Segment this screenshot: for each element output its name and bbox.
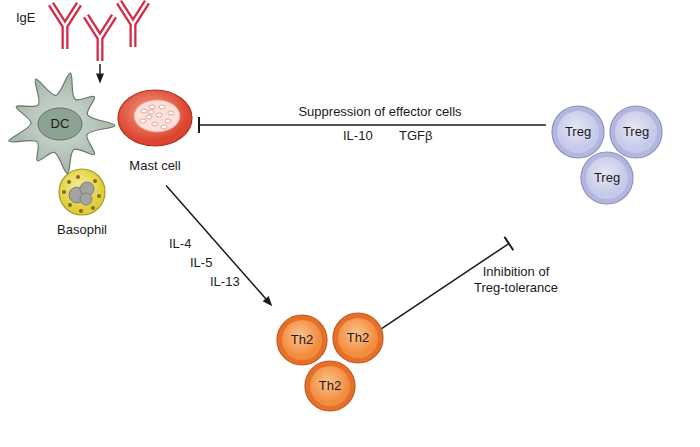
cell-granule [62,190,66,194]
cell-nucleus [80,193,92,205]
arrow-head [96,73,104,83]
node-text: Treg [609,124,663,140]
antibody-shape [86,16,114,61]
cell-nucleus [38,108,82,140]
node-text: DC [40,116,80,132]
cell-body [305,361,355,411]
cell-granule [68,203,72,207]
connector-line [199,124,546,126]
cytokine-label: IL-4 [169,236,191,252]
cell-body [552,106,604,158]
node-text: Th2 [276,332,328,348]
cell-granule [161,125,167,129]
node-text: Th2 [332,330,384,346]
cell-granule [168,111,174,115]
cytokine-label: TGFβ [399,128,432,144]
dendritic-cell: DC [2,68,118,180]
node-text: Basophil [47,222,117,238]
cytokine-label: IL-13 [210,274,240,290]
cell-granule [159,105,165,109]
cell-nucleus [134,100,180,132]
cell-granule [140,119,146,123]
th2-cell: Th2 [304,360,356,412]
edge-label: Suppression of effector cells [265,104,495,120]
cell-granule [76,175,80,179]
cell-granule [165,119,171,123]
antibody-group: IgE [0,0,150,62]
cytokine-label: IL-10 [343,128,373,144]
cell-body [9,73,115,173]
treg-cell: Treg [551,105,605,159]
th2-cell: Th2 [276,314,328,366]
cell-granule [148,110,154,114]
cell-body [581,152,633,204]
cell-body [59,169,105,215]
node-text: Mast cell [113,158,197,174]
node-text: Treg [551,124,605,140]
mast-cell: Mast cell [113,88,197,178]
cell-granule [141,109,147,113]
node-text: Treg [580,170,634,186]
cell-granule [91,206,95,210]
antibody-shape [51,4,79,49]
treg-cell: Treg [580,151,634,205]
antibody-shape [119,2,147,47]
node-text: IgE [16,10,48,26]
cell-granule [146,115,152,119]
antibody-shape [86,16,114,61]
arrow-head [263,296,273,306]
th2-cell: Th2 [332,312,384,364]
cell-granule [152,122,158,126]
antibody-shape [51,4,79,49]
connector [166,186,272,307]
cell-body [333,313,383,363]
connector-line [166,186,268,302]
cell-body [277,315,327,365]
cell-granule [79,209,83,213]
cell-body [610,106,662,158]
cell-illustration [0,0,150,62]
inhibition-bar [198,117,200,133]
connector [96,64,104,83]
edge-label: Inhibition of Treg-tolerance [466,264,566,296]
antibody-shape [119,2,147,47]
cytokine-label: IL-5 [190,255,212,271]
inhibition-bar [504,237,513,250]
cell-granule [156,113,162,117]
cell-body [118,90,192,146]
basophil-cell: Basophil [47,168,117,240]
node-text: Th2 [304,378,356,394]
treg-cell: Treg [609,105,663,159]
cell-granule [67,180,71,184]
cell-granule [149,105,155,109]
cell-granule [93,179,97,183]
cell-granule [97,194,101,198]
